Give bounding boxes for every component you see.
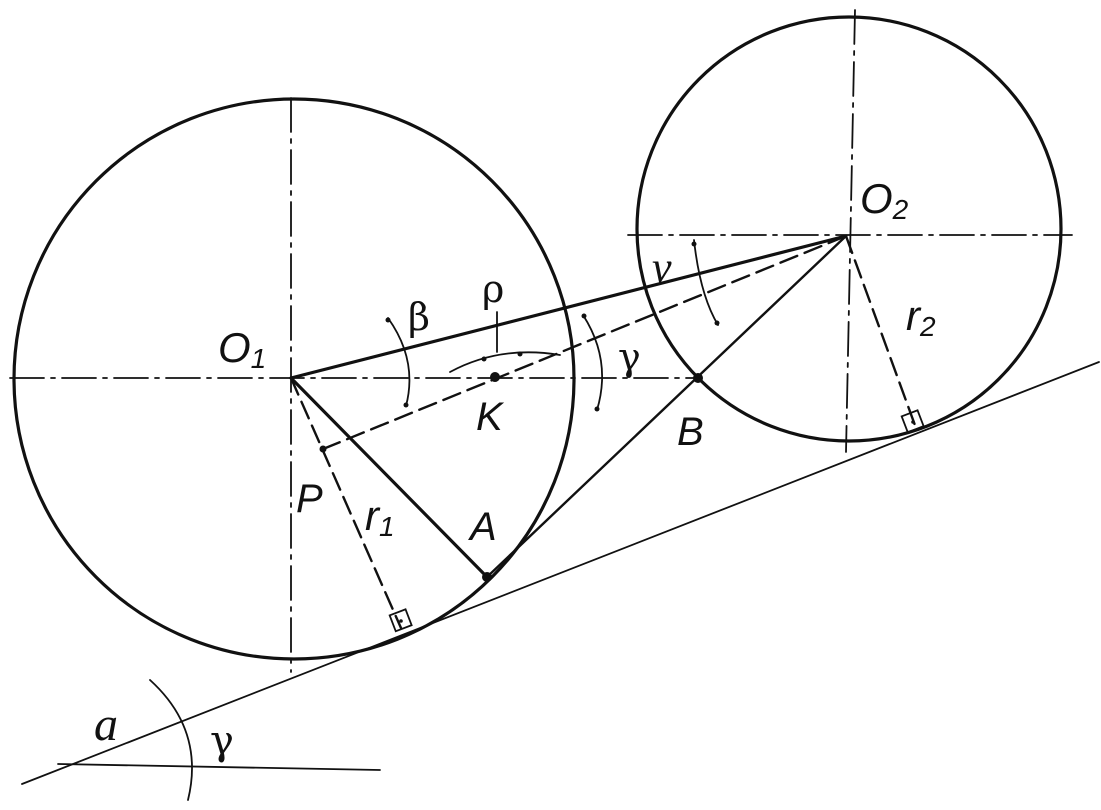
label-b: B <box>677 410 704 454</box>
line-o1-o2 <box>289 234 848 380</box>
tangent-line <box>21 361 1100 785</box>
label-nu: ν <box>652 243 672 292</box>
label-beta: β <box>408 295 430 339</box>
label-o2: O2 <box>860 175 909 225</box>
line-a-o2 <box>485 234 848 579</box>
circle-o2 <box>635 15 1063 443</box>
point-b <box>693 373 703 383</box>
label-p: P <box>296 477 323 521</box>
point-p <box>319 445 327 453</box>
label-o1: O1 <box>218 324 266 374</box>
right-angle-marker-2 <box>900 409 925 434</box>
radius-perpendicular-2 <box>844 234 918 430</box>
right-angle-marker-1 <box>388 608 413 633</box>
circle-o1 <box>12 97 576 661</box>
label-gamma-bottom: γ <box>210 718 234 764</box>
radius-perpendicular-1 <box>289 376 403 630</box>
beta-angle-arc <box>387 317 411 407</box>
dashed-line-p-o2 <box>321 234 848 451</box>
point-a <box>482 572 492 582</box>
label-gamma: γ <box>618 335 641 379</box>
label-k: K <box>476 395 505 439</box>
gamma-angle-arc <box>582 314 603 411</box>
rho-arc <box>449 351 561 373</box>
nu-angle-arc <box>693 239 719 326</box>
label-a: A <box>468 505 497 549</box>
label-r1: r1 <box>365 492 395 542</box>
horizontal-reference-line <box>57 763 381 771</box>
label-r2: r2 <box>906 292 936 342</box>
label-rho: ρ <box>482 267 504 311</box>
line-o1-a <box>289 376 489 579</box>
o2-vertical-centerline <box>845 9 856 453</box>
bottom-angle-arc <box>149 679 193 801</box>
point-k <box>490 372 500 382</box>
label-a-lower: a <box>94 698 118 751</box>
